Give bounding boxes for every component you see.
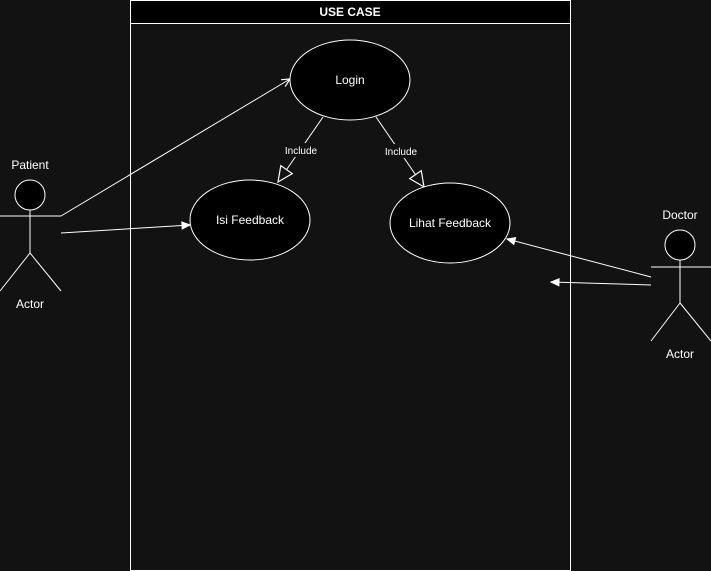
boundary-header (130, 0, 571, 24)
patient-isi-feedback-association[interactable] (60, 225, 190, 234)
use-case-login[interactable]: Login (289, 39, 411, 121)
actor-doctor[interactable]: Doctor Actor (650, 208, 711, 361)
use-case-lihat-feedback-label: Lihat Feedback (409, 216, 492, 230)
use-case-isi-feedback-label: Isi Feedback (216, 213, 285, 227)
use-case-isi-feedback-shape[interactable] (189, 179, 311, 261)
stick-figure-icon[interactable] (650, 229, 711, 342)
include-label-left: Include (285, 146, 318, 157)
stick-figure-icon[interactable] (0, 179, 62, 292)
doctor-boundary-arrow[interactable] (551, 282, 652, 285)
actor-doctor-type: Actor (666, 347, 694, 361)
actor-patient-type: Actor (16, 297, 44, 311)
include-label-right: Include (385, 147, 418, 158)
patient-login-association[interactable] (60, 79, 290, 217)
relations: Include Include (60, 79, 652, 285)
actor-patient-name: Patient (11, 158, 49, 172)
use-case-lihat-feedback-shape[interactable] (389, 182, 511, 264)
use-case-lihat-feedback[interactable]: Lihat Feedback (389, 182, 511, 264)
use-case-login-label: Login (335, 73, 364, 87)
actor-doctor-name: Doctor (662, 208, 697, 222)
boundary-title: USE CASE (319, 5, 380, 19)
use-case-login-shape[interactable] (289, 39, 411, 121)
use-case-isi-feedback[interactable]: Isi Feedback (189, 179, 311, 261)
actor-patient[interactable]: Patient Actor (0, 158, 62, 311)
doctor-lihat-feedback-association[interactable] (507, 239, 652, 278)
